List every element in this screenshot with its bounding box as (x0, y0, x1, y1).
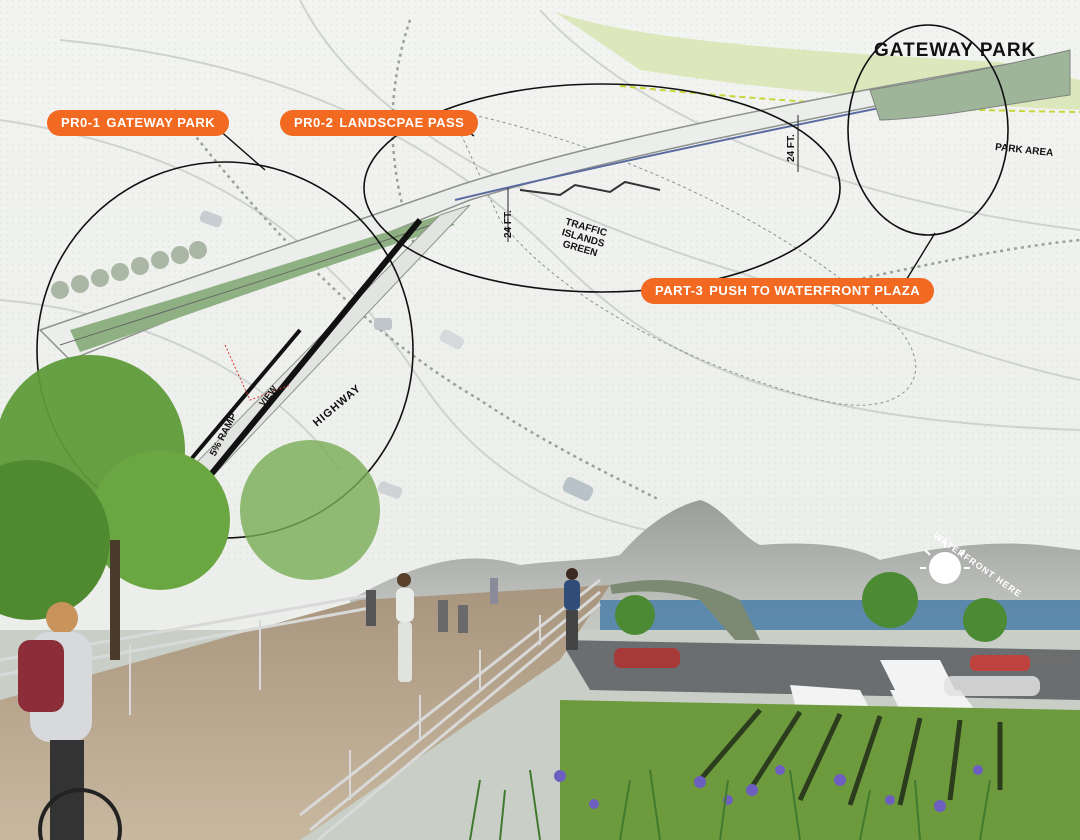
street-cars (614, 648, 1070, 696)
tag-part-3: PART-3 PUSH TO WATERFRONT PLAZA (641, 278, 935, 304)
lawn-stripes (698, 708, 1003, 806)
lawn-foreground (560, 700, 1080, 840)
foreground-irises (554, 765, 983, 812)
zigzag-walkway (519, 180, 661, 197)
plan-roads (0, 0, 1080, 541)
tag-pro-2-code: PR0-2 (294, 115, 334, 130)
distant-bridge-arch (610, 580, 760, 640)
tag-pro-2-label: LANDSCPAE PASS (339, 115, 465, 130)
pedestrians (366, 568, 580, 682)
traffic-island-outline (449, 109, 917, 406)
callout-circles (36, 24, 1009, 539)
view-lines (224, 344, 291, 401)
cyclist (18, 602, 122, 840)
tag-pro-1-label: GATEWAY PARK (106, 115, 216, 130)
elevated-pass (38, 49, 1071, 521)
foreground-grass-blades (469, 769, 991, 840)
tag-part-3-label: PUSH TO WATERFRONT PLAZA (709, 283, 921, 298)
waterfront-sun-icon (920, 542, 970, 584)
tag-pro-2: PR0-2 LANDSCPAE PASS (280, 110, 479, 136)
dimension-label-a: 24 FT. (503, 210, 514, 238)
dimension-label-b: 24 FT. (786, 134, 797, 162)
foreground-trees (0, 355, 1007, 660)
tag-pro-1-code: PR0-1 (61, 115, 101, 130)
plan-cars (199, 210, 594, 501)
tag-pro-1: PR0-1 GATEWAY PARK (47, 110, 230, 136)
railing-posts (129, 615, 541, 800)
tag-part-3-code: PART-3 (655, 283, 704, 298)
aerial-tree-row (51, 241, 207, 299)
footbridge-deck (0, 585, 610, 840)
gateway-park-title: GATEWAY PARK (874, 40, 1037, 61)
